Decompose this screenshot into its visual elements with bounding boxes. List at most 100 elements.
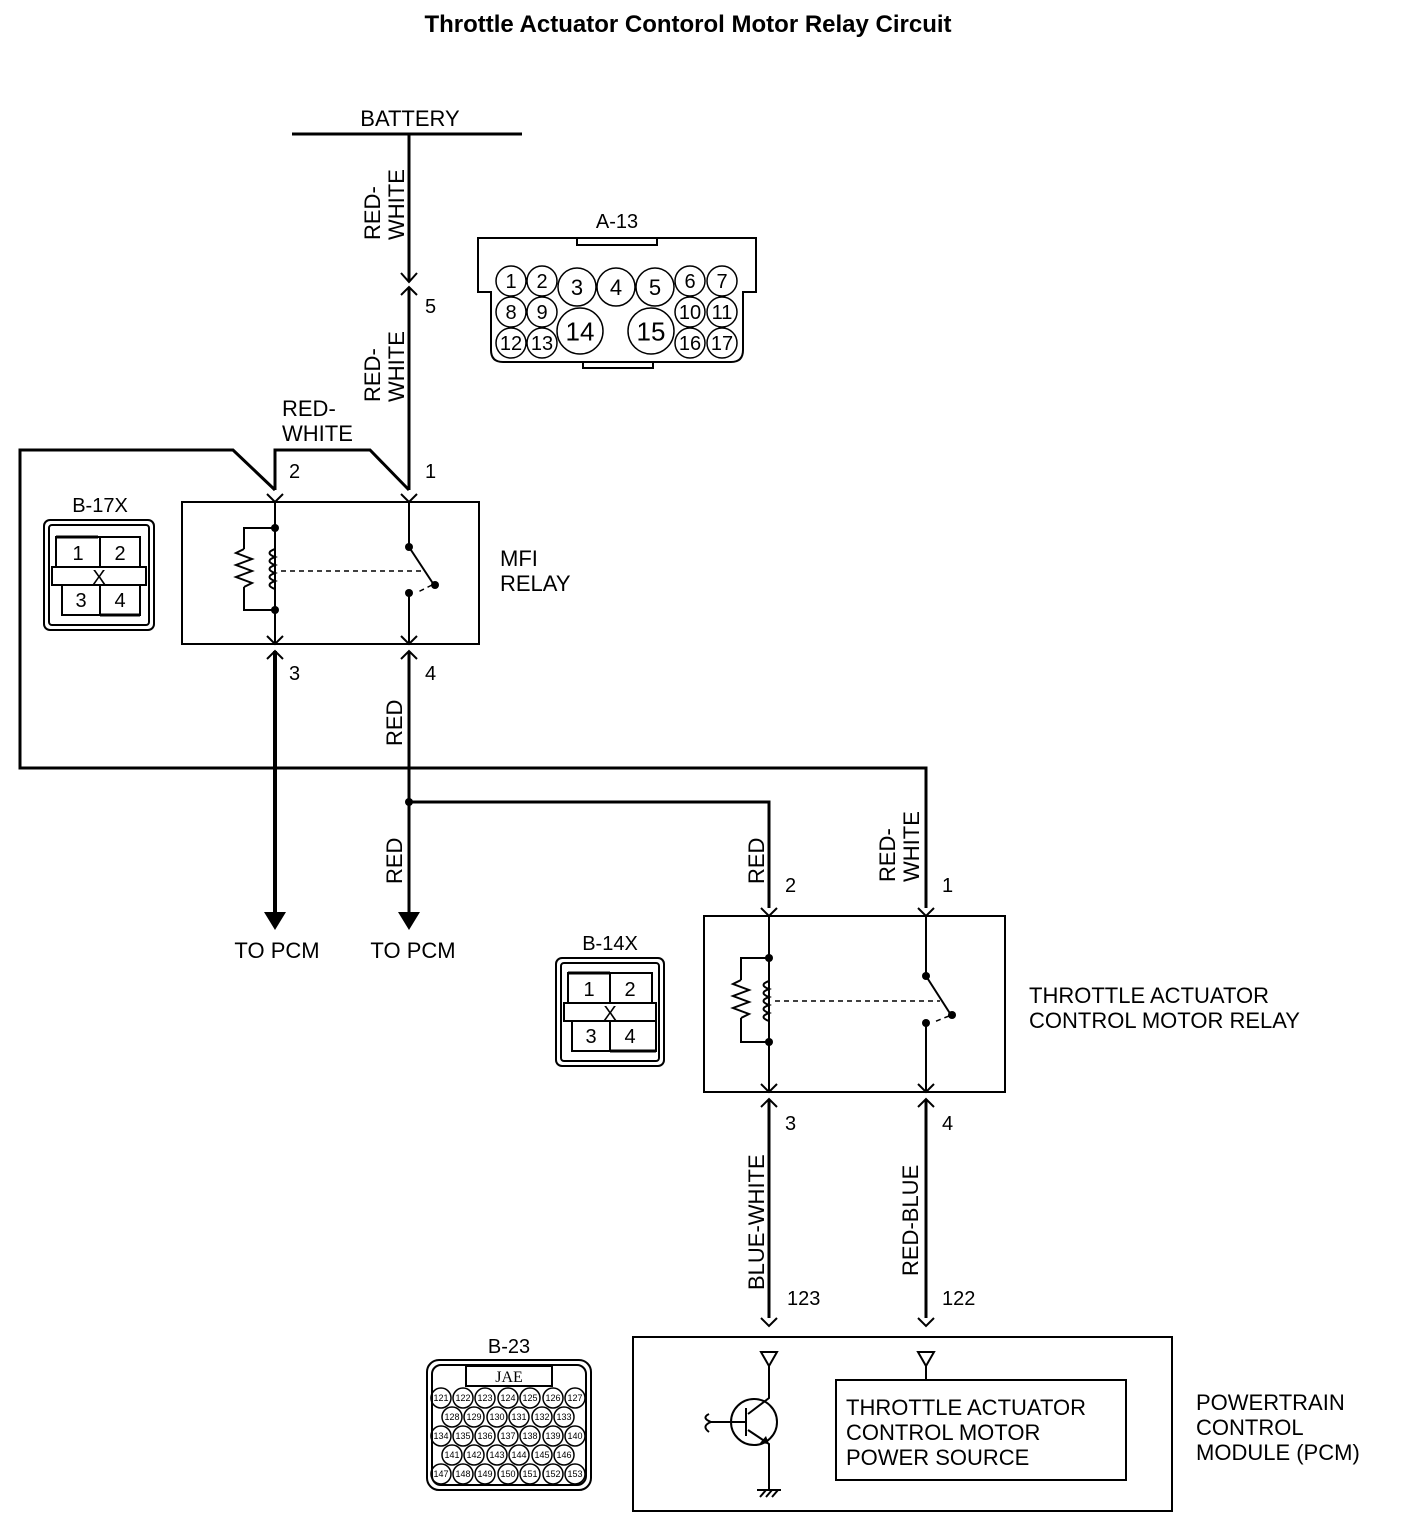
wire-label-red-1: RED xyxy=(382,700,407,746)
b17x-pin-3: 3 xyxy=(75,590,86,612)
svg-text:10: 10 xyxy=(679,302,701,324)
svg-text:137: 137 xyxy=(500,1431,515,1441)
svg-text:127: 127 xyxy=(567,1393,582,1403)
tac-relay: 2 1 3 4 THROTTLE ACTUATOR CONTROL MOTOR … xyxy=(703,875,1300,1135)
connector-a13-name: A-13 xyxy=(596,211,638,233)
a13-pin: 10 xyxy=(674,296,706,328)
a13-pin: 13 xyxy=(526,327,558,359)
tac-pin-3: 3 xyxy=(785,1113,796,1135)
svg-text:15: 15 xyxy=(637,316,666,346)
a13-pin: 12 xyxy=(495,327,527,359)
b23-pin: 128 xyxy=(441,1406,463,1428)
a13-pin: 4 xyxy=(596,267,636,307)
wire-label-red-white-2a: RED- xyxy=(360,348,385,402)
a13-pin: 6 xyxy=(674,265,706,297)
wire-label-red-white-2b: WHITE xyxy=(384,331,409,402)
pcm-inner-label-1: THROTTLE ACTUATOR xyxy=(846,1395,1086,1420)
pcm: THROTTLE ACTUATOR CONTROL MOTOR POWER SO… xyxy=(632,1336,1360,1512)
b23-pin: 146 xyxy=(553,1444,575,1466)
tac-relay-label-1: THROTTLE ACTUATOR xyxy=(1029,983,1269,1008)
svg-text:3: 3 xyxy=(571,275,583,300)
wire-label-red-blue: RED-BLUE xyxy=(898,1165,923,1276)
svg-text:14: 14 xyxy=(566,316,595,346)
wire-red-white-loop: RED- WHITE xyxy=(18,396,928,908)
svg-text:150: 150 xyxy=(500,1469,515,1479)
svg-text:6: 6 xyxy=(684,271,695,293)
b23-pin: 151 xyxy=(519,1463,541,1485)
b14x-pin-2: 2 xyxy=(624,979,635,1001)
wire-label-red-white-4a: RED- xyxy=(875,828,900,882)
wires-relay-pcm: BLUE-WHITE RED-BLUE 123 122 xyxy=(744,1099,975,1328)
svg-text:151: 151 xyxy=(522,1469,537,1479)
b23-pin: 134 xyxy=(430,1425,452,1447)
svg-text:1: 1 xyxy=(505,271,516,293)
svg-text:149: 149 xyxy=(477,1469,492,1479)
a13-pin: 17 xyxy=(706,327,738,359)
svg-text:126: 126 xyxy=(545,1393,560,1403)
b23-pin: 121 xyxy=(430,1387,452,1409)
wire-battery-a13: RED- WHITE 5 RED- WHITE xyxy=(360,134,436,490)
svg-text:153: 153 xyxy=(567,1469,582,1479)
b14x-pin-1: 1 xyxy=(583,979,594,1001)
connector-b14x: B-14X 1 2 X 3 4 xyxy=(555,933,665,1067)
b23-pin: 147 xyxy=(430,1463,452,1485)
b23-pin: 143 xyxy=(486,1444,508,1466)
mfi-pin-2: 2 xyxy=(289,461,300,483)
connector-b23-name: B-23 xyxy=(488,1336,530,1358)
b23-pin: 145 xyxy=(531,1444,553,1466)
tac-relay-label-2: CONTROL MOTOR RELAY xyxy=(1029,1008,1300,1033)
svg-text:4: 4 xyxy=(610,275,622,300)
svg-text:134: 134 xyxy=(433,1431,448,1441)
a13-pin: 15 xyxy=(627,307,675,355)
wires-to-pcm: TO PCM TO PCM RED RED RED RED- WHITE xyxy=(234,651,924,963)
b23-pin: 153 xyxy=(564,1463,586,1485)
tac-pin-1: 1 xyxy=(942,875,953,897)
wire-label-blue-white: BLUE-WHITE xyxy=(744,1154,769,1290)
tac-pin-2: 2 xyxy=(785,875,796,897)
b23-pin: 122 xyxy=(452,1387,474,1409)
wire-label-red-white-3b: WHITE xyxy=(282,421,353,446)
a13-pin: 8 xyxy=(495,296,527,328)
a13-pin: 11 xyxy=(706,296,738,328)
svg-text:152: 152 xyxy=(545,1469,560,1479)
svg-text:139: 139 xyxy=(545,1431,560,1441)
svg-text:147: 147 xyxy=(433,1469,448,1479)
svg-text:128: 128 xyxy=(444,1412,459,1422)
b14x-pin-4: 4 xyxy=(624,1026,635,1048)
a13-pin: 7 xyxy=(706,265,738,297)
b23-pin: 148 xyxy=(452,1463,474,1485)
svg-text:7: 7 xyxy=(716,271,727,293)
svg-text:11: 11 xyxy=(712,302,733,324)
mfi-pin-1: 1 xyxy=(425,461,436,483)
b23-pin: 125 xyxy=(519,1387,541,1409)
a13-pin: 3 xyxy=(557,267,597,307)
b23-pin: 152 xyxy=(542,1463,564,1485)
b23-pin: 140 xyxy=(564,1425,586,1447)
a13-pin: 16 xyxy=(674,327,706,359)
mfi-pin-3: 3 xyxy=(289,663,300,685)
pcm-label-1: POWERTRAIN xyxy=(1196,1390,1345,1415)
svg-text:8: 8 xyxy=(505,302,516,324)
connector-b17x-name: B-17X xyxy=(72,495,128,517)
b17x-pin-1: 1 xyxy=(72,543,83,565)
connector-b17x: B-17X 1 2 X 3 4 xyxy=(43,495,155,631)
svg-text:124: 124 xyxy=(500,1393,515,1403)
a13-pin: 1 xyxy=(495,265,527,297)
svg-text:129: 129 xyxy=(466,1412,481,1422)
svg-text:12: 12 xyxy=(500,333,522,355)
svg-text:5: 5 xyxy=(649,275,661,300)
b23-pin: 138 xyxy=(519,1425,541,1447)
b23-pin: 131 xyxy=(508,1406,530,1428)
b17x-pin-2: 2 xyxy=(114,543,125,565)
b23-pin: 129 xyxy=(463,1406,485,1428)
b23-pin: 137 xyxy=(497,1425,519,1447)
pin-label-5: 5 xyxy=(425,296,436,318)
svg-text:144: 144 xyxy=(511,1450,526,1460)
b23-pin: 127 xyxy=(564,1387,586,1409)
wire-label-red-2: RED xyxy=(382,838,407,884)
b14x-mark: X xyxy=(603,1003,616,1025)
svg-text:2: 2 xyxy=(536,271,547,293)
svg-text:145: 145 xyxy=(534,1450,549,1460)
battery-label: BATTERY xyxy=(360,106,460,131)
